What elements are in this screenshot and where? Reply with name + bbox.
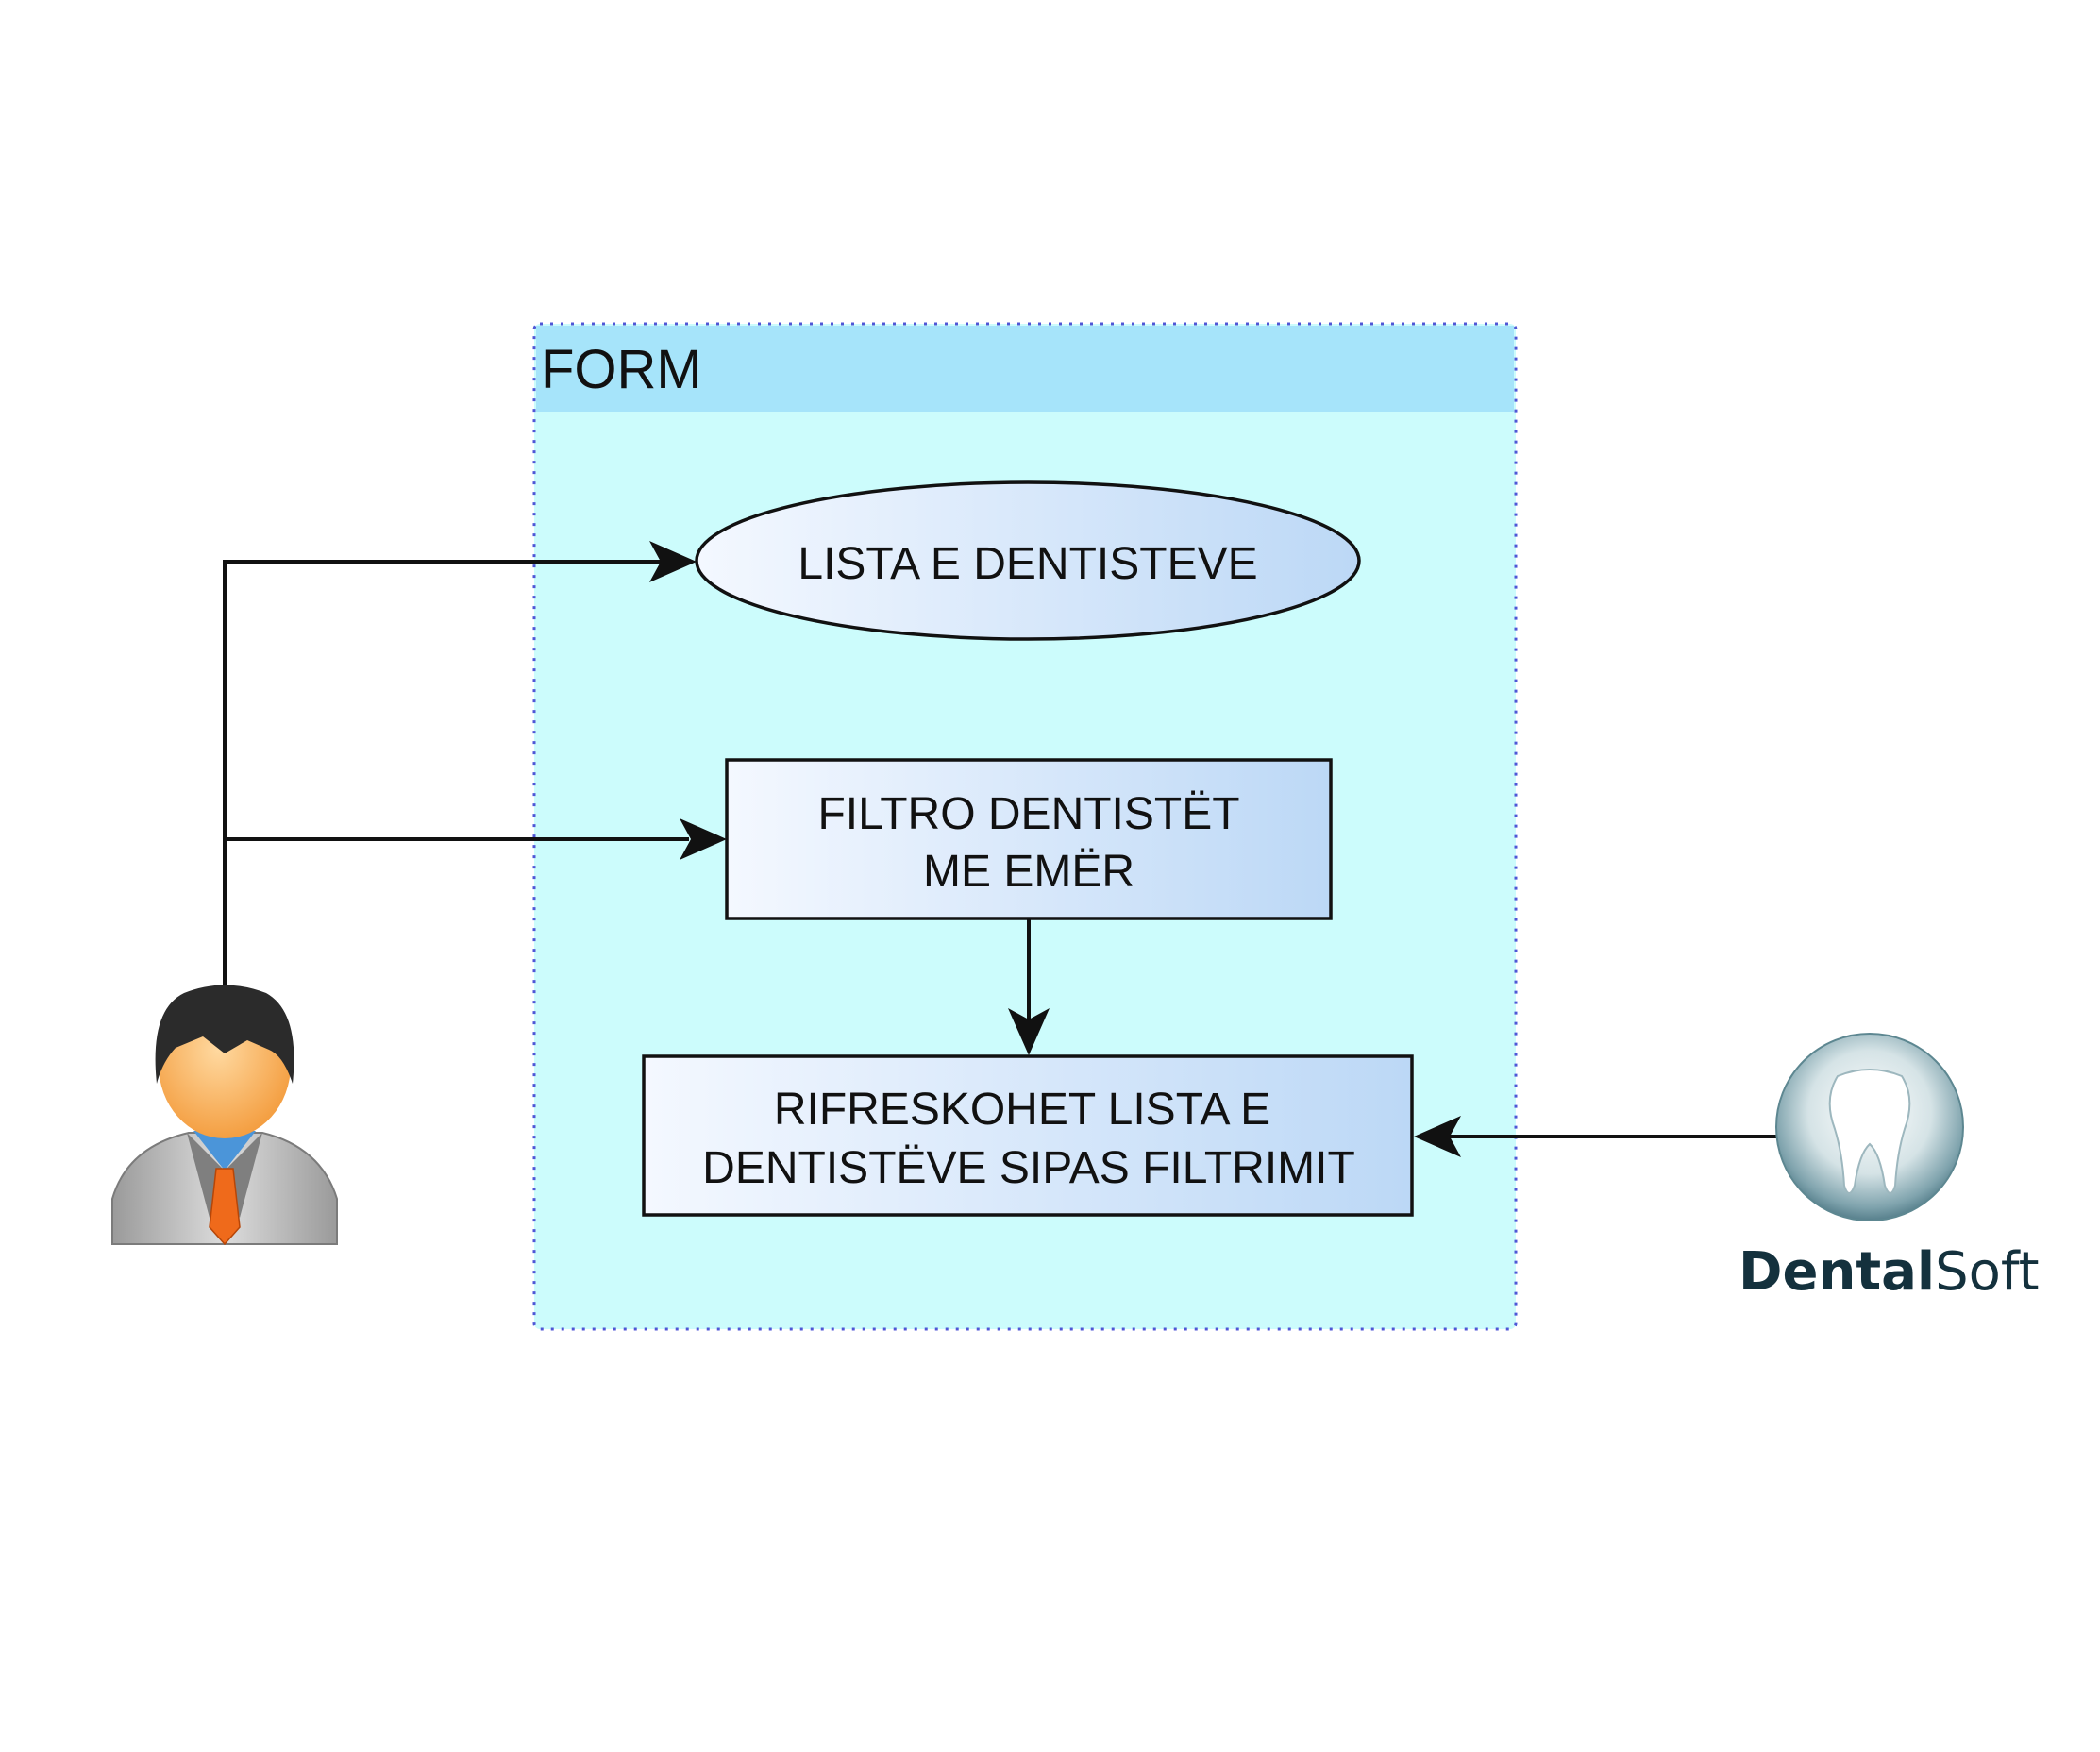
filter-label-line1: FILTRO DENTISTËT — [817, 789, 1239, 839]
connectors — [223, 560, 1782, 1138]
use-case-list-dentists: LISTA E DENTISTEVE — [695, 480, 1361, 641]
arrowhead-list — [649, 541, 697, 582]
arrowheads — [649, 541, 1461, 1157]
refresh-label-line2: DENTISTËVE SIPAS FILTRIMIT — [702, 1143, 1355, 1193]
filter-label-line2: ME EMËR — [923, 847, 1134, 897]
user-avatar-icon — [111, 985, 338, 1246]
tooth-logo-icon — [1775, 1033, 1964, 1221]
arrowhead-refresh-left — [1414, 1116, 1461, 1157]
arrowhead-refresh-down — [1008, 1008, 1050, 1055]
dentalsoft-logo: DentalSoft — [1739, 1033, 2040, 1303]
refresh-label-line1: RIFRESKOHET LISTA E — [774, 1085, 1270, 1135]
process-filter-by-name: FILTRO DENTISTËT ME EMËR — [725, 758, 1333, 920]
process-refresh-list: RIFRESKOHET LISTA E DENTISTËVE SIPAS FIL… — [642, 1054, 1414, 1217]
brand-bold: Dental — [1739, 1241, 1935, 1303]
brand-light: Soft — [1935, 1241, 2040, 1303]
brand-wordmark: DentalSoft — [1739, 1241, 2040, 1303]
use-case-list-label: LISTA E DENTISTEVE — [798, 539, 1257, 589]
connector-user-to-list — [223, 560, 661, 989]
container-title: FORM — [541, 339, 702, 400]
arrowhead-filter — [680, 818, 727, 860]
